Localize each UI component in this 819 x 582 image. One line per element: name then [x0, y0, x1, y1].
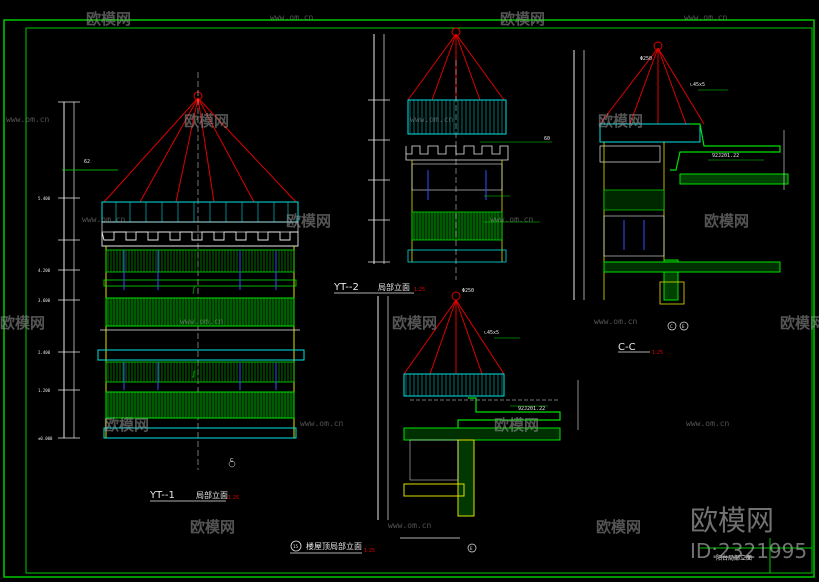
note-standard-code: 92J201.22	[712, 153, 739, 159]
watermark-brand: 欧模网	[704, 212, 749, 230]
section-c-marker: C	[230, 458, 234, 464]
yt2-label: YT--2	[333, 282, 359, 293]
roof-scale: 1:25	[364, 548, 375, 554]
note-diameter-roof: Φ250	[462, 288, 474, 294]
watermark-brand: 欧模网	[190, 518, 235, 536]
svg-text:5.400: 5.400	[38, 196, 51, 201]
drawing-labels: YT--1 局部立面 1:25 YT--2 局部立面 1:25 C-C 1:25…	[84, 56, 752, 562]
note-standard-code-roof: 92J201.22	[518, 406, 545, 412]
svg-text:∫: ∫	[192, 286, 196, 294]
section-c-circle: C	[670, 324, 673, 329]
svg-text:±0.000: ±0.000	[38, 436, 53, 441]
watermark-site: www.om.cn	[270, 13, 314, 22]
note-diameter: Φ250	[640, 56, 652, 62]
yt1-label: YT--1	[149, 490, 175, 501]
yt1-elevation: 5.400 4.200 3.600 2.400 1.200 ±0.000	[38, 72, 305, 470]
svg-text:∫: ∫	[192, 370, 196, 378]
watermark-site: www.om.cn	[6, 115, 50, 124]
watermark-brand: 欧模网	[494, 416, 539, 434]
roof-number: 15	[293, 544, 299, 549]
roof-section	[377, 291, 579, 553]
watermark-site: www.om.cn	[388, 521, 432, 530]
watermark-brand: 欧模网	[392, 314, 437, 332]
yt1-sublabel: 局部立面	[196, 490, 228, 500]
svg-text:3.600: 3.600	[38, 298, 51, 303]
watermark-site: www.om.cn	[594, 317, 638, 326]
watermark-brand: 欧模网	[86, 10, 131, 28]
watermark-site: www.om.cn	[82, 215, 126, 224]
note-angle-steel-roof: ∟45x5	[484, 330, 499, 336]
dim-60: 60	[544, 136, 550, 142]
svg-text:4.200: 4.200	[38, 268, 51, 273]
watermark-brand: 欧模网	[596, 518, 641, 536]
note-angle-steel: ∟45x5	[690, 82, 705, 88]
watermark-brand: 欧模网	[780, 314, 819, 332]
yt2-elevation	[368, 27, 552, 280]
yt2-scale: 1:25	[414, 287, 425, 293]
watermark-site: www.om.cn	[684, 13, 728, 22]
title-block-text: 阳台局部立面	[716, 554, 752, 562]
watermark-site: www.om.cn	[686, 419, 730, 428]
watermark-brand: 欧模网	[598, 112, 643, 130]
watermark-site: www.om.cn	[490, 215, 534, 224]
watermarks: 欧模网 www.om.cn 欧模网 www.om.cn www.om.cn 欧模…	[0, 10, 819, 536]
cc-label: C-C	[618, 342, 636, 353]
yt2-sublabel: 局部立面	[378, 282, 410, 292]
watermark-id: ID:2321995	[690, 539, 807, 563]
yt1-scale: 1:25	[228, 495, 239, 501]
watermark-brand: 欧模网	[104, 416, 149, 434]
watermark-brand: 欧模网	[184, 112, 229, 130]
watermark-site: www.om.cn	[410, 115, 454, 124]
svg-text:1.200: 1.200	[38, 388, 51, 393]
watermark-brand: 欧模网	[500, 10, 545, 28]
roof-e-circle: E	[470, 546, 473, 551]
dim-62: 62	[84, 159, 90, 165]
section-e-circle: E	[682, 324, 685, 329]
watermark-site: www.om.cn	[300, 419, 344, 428]
watermark-brand: 欧模网	[286, 212, 331, 230]
inner-frame	[25, 27, 813, 574]
watermark-site: www.om.cn	[180, 317, 224, 326]
watermark-brand: 欧模网	[0, 314, 45, 332]
watermark-brand-large: 欧模网	[690, 504, 774, 537]
corner-watermark: 欧模网 ID:2321995	[690, 504, 807, 563]
roof-title: 楼屋顶局部立面	[306, 541, 362, 551]
outer-frame	[3, 19, 815, 578]
cc-scale: 1:25	[652, 350, 663, 356]
cc-section	[573, 41, 789, 331]
svg-text:2.400: 2.400	[38, 350, 51, 355]
